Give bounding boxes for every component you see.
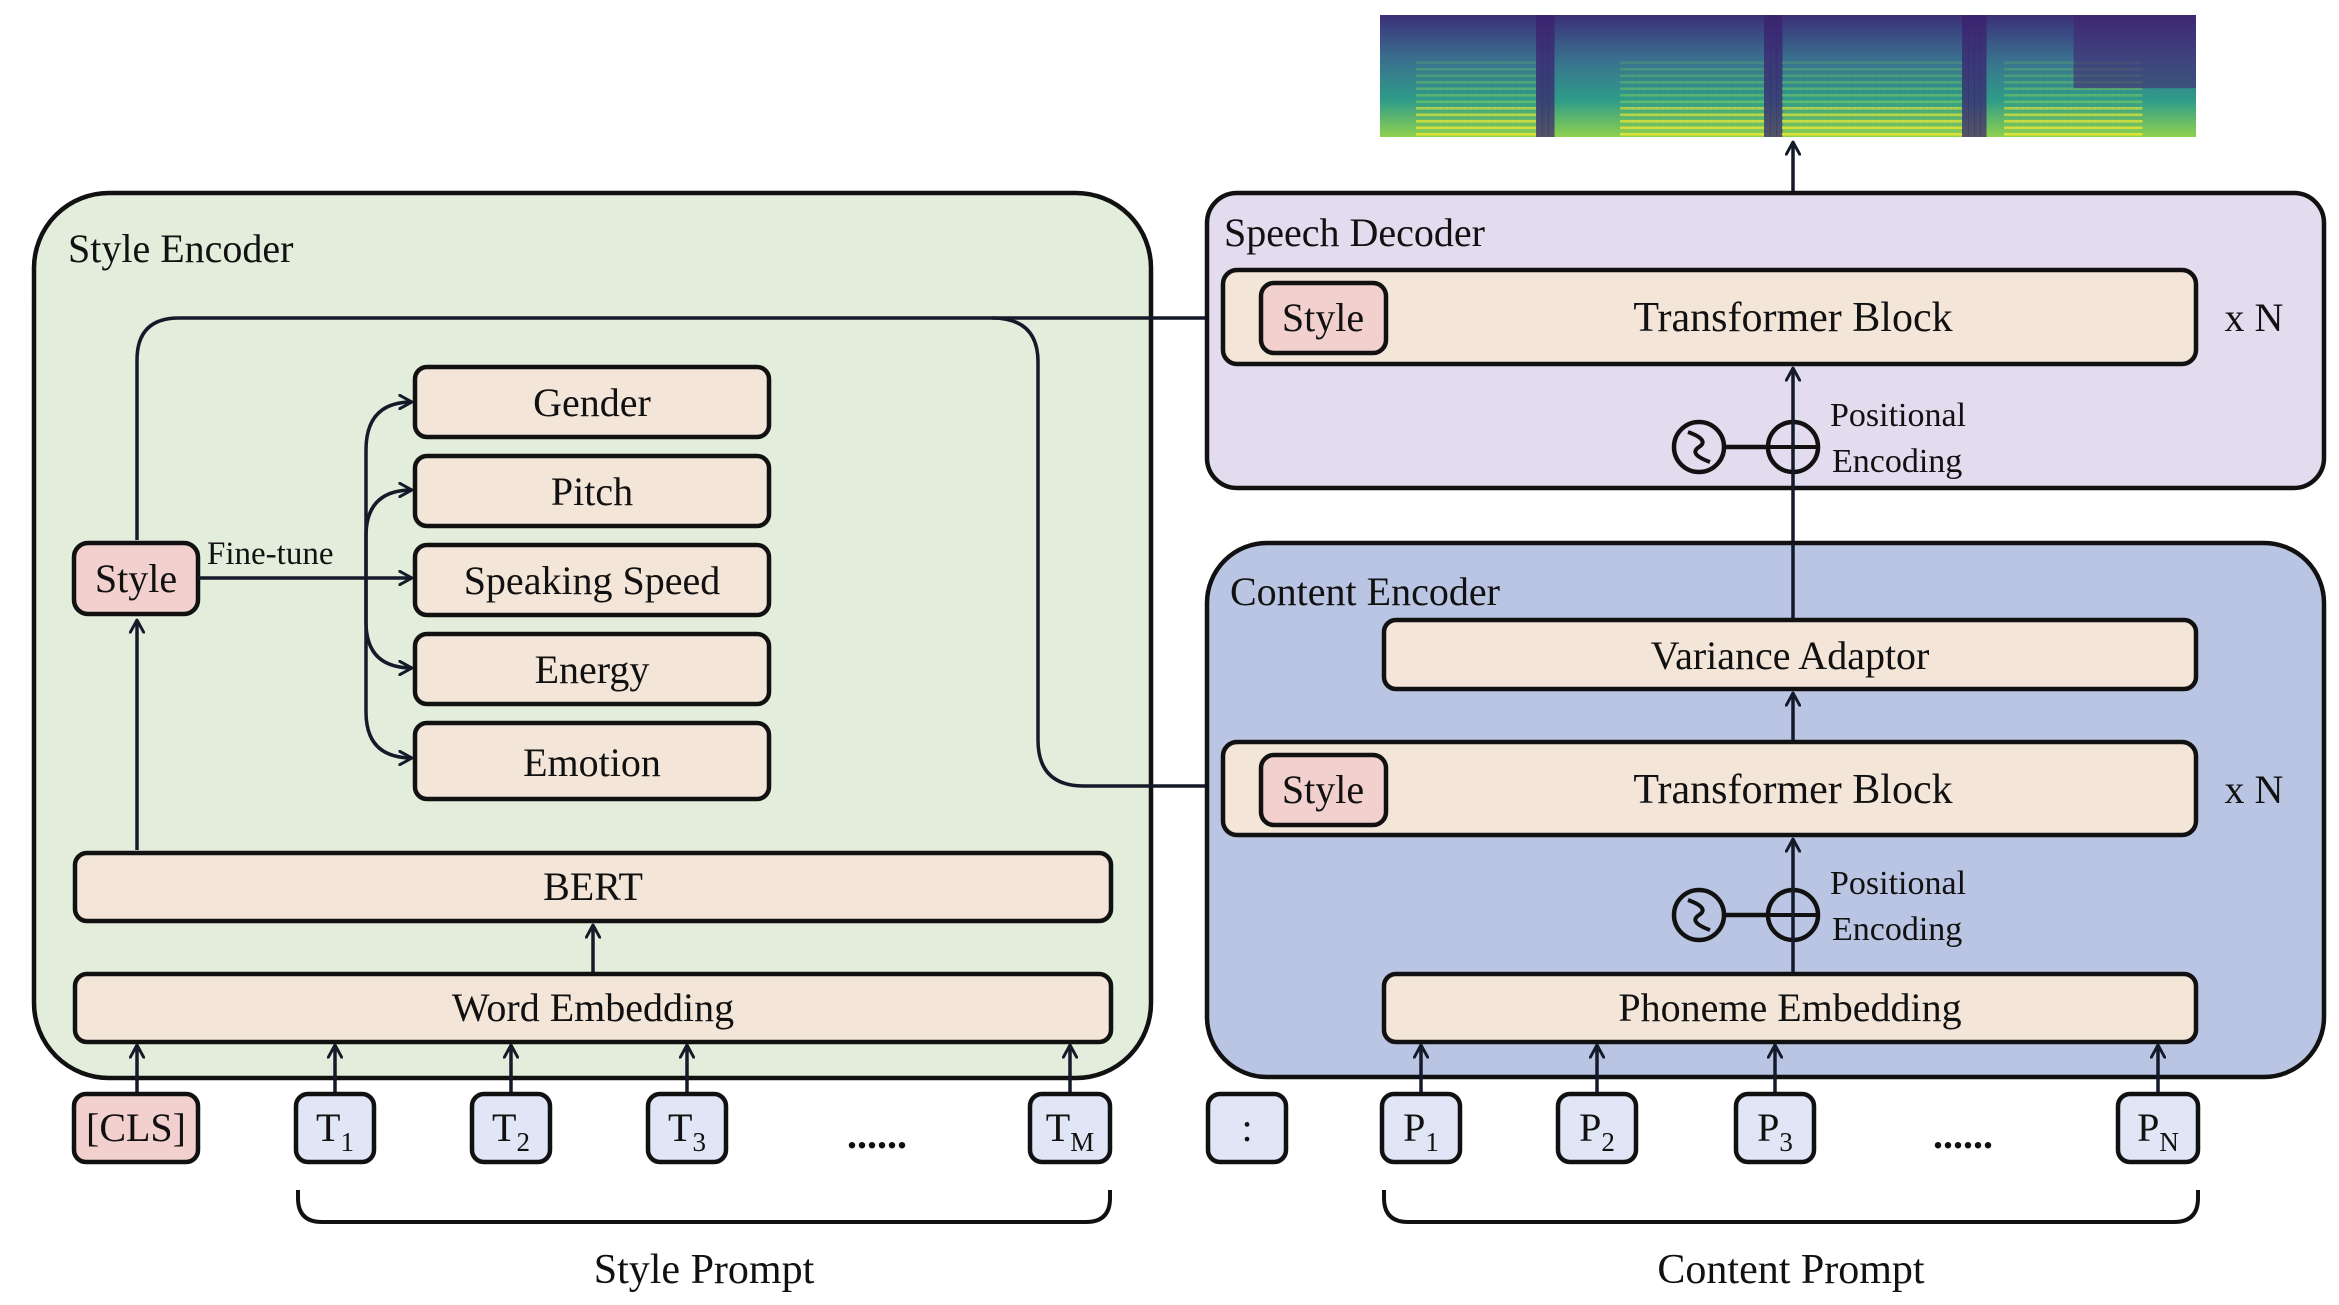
token-label: P2 <box>1579 1105 1615 1157</box>
token-box <box>1379 1091 1463 1165</box>
attribute-box <box>412 364 772 440</box>
bert-label: BERT <box>543 864 643 909</box>
content-token-1: P1 <box>1379 1045 1463 1165</box>
phoneme-embedding-label: Phoneme Embedding <box>1618 985 1961 1030</box>
encoder-positional-encoding: Positional Encoding <box>1671 865 1966 948</box>
token-box <box>469 1091 553 1165</box>
style-token-3: T3 <box>645 1045 729 1165</box>
content-prompt-label: Content Prompt <box>1657 1247 1925 1293</box>
content-prompt-brace <box>1382 1190 2200 1224</box>
decoder-style-label: Style <box>1282 295 1364 340</box>
bert-box <box>72 850 1114 924</box>
content-encoder: Content Encoder Variance Adaptor Style T… <box>1204 540 2327 1080</box>
decoder-transformer-label: Transformer Block <box>1633 295 1952 341</box>
style-encoder: Style Encoder Style Fine-tune Gender Pit… <box>31 190 1260 1081</box>
spectrogram-background <box>1380 15 2196 137</box>
decoder-style-box <box>1258 280 1389 356</box>
encoder-transformer-label: Transformer Block <box>1633 767 1952 813</box>
word-embedding-box <box>72 971 1114 1045</box>
token-box <box>293 1091 377 1165</box>
branch-arrow-gender <box>364 402 412 578</box>
token-label: PN <box>2137 1105 2179 1157</box>
encoder-style-label: Style <box>1282 767 1364 812</box>
style-ellipsis: ...... <box>847 1112 907 1157</box>
encoder-repeat-label: x N <box>2225 767 2284 812</box>
speech-decoder: Speech Decoder Style Transformer Block x… <box>1204 190 2327 617</box>
token-box <box>1733 1091 1817 1165</box>
attribute-label: Speaking Speed <box>464 558 721 603</box>
token-label: T2 <box>492 1105 530 1157</box>
attribute-label: Emotion <box>523 740 661 785</box>
content-token-2: P2 <box>1555 1045 1639 1165</box>
style-embedding-label: Style <box>95 556 177 601</box>
style-prompt-brace <box>296 1190 1112 1224</box>
decoder-positional-encoding: Positional Encoding <box>1671 397 1966 480</box>
attribute-box <box>412 720 772 802</box>
word-embedding-label: Word Embedding <box>452 985 734 1030</box>
attribute-label: Pitch <box>551 469 633 514</box>
token-label: P1 <box>1403 1105 1439 1157</box>
sine-wave-glyph <box>1687 898 1711 932</box>
attribute-energy: Energy <box>412 631 772 707</box>
encoder-pe-label-2: Encoding <box>1832 911 1962 948</box>
token-box <box>1027 1091 1113 1165</box>
token-box <box>1555 1091 1639 1165</box>
attribute-box <box>412 453 772 529</box>
attribute-box <box>412 542 772 618</box>
cls-token-label: [CLS] <box>86 1105 186 1150</box>
token-label: T3 <box>668 1105 706 1157</box>
content-ellipsis: ...... <box>1933 1112 1993 1157</box>
style-encoder-title: Style Encoder <box>68 226 294 271</box>
attribute-box <box>412 631 772 707</box>
decoder-transformer-block <box>1220 267 2199 367</box>
cls-token <box>71 1091 201 1165</box>
style-token-2: T2 <box>469 1045 553 1165</box>
encoder-pe-label-1: Positional <box>1830 865 1966 902</box>
token-label: P3 <box>1757 1105 1793 1157</box>
decoder-pe-label-2: Encoding <box>1832 443 1962 480</box>
branch-arrow-emotion <box>364 578 412 758</box>
attribute-label: Energy <box>535 647 650 692</box>
branch-arrow-pitch <box>364 490 412 578</box>
content-token-n: PN <box>2115 1045 2201 1165</box>
content-prompt-tokens: : P1 P2 P3 ...... PN Content Prompt <box>1205 1045 2201 1293</box>
attribute-pitch: Pitch <box>412 453 772 529</box>
style-to-content-encoder-arrow <box>135 316 1260 786</box>
token-box <box>645 1091 729 1165</box>
variance-adaptor-label: Variance Adaptor <box>1651 633 1930 678</box>
separator-token-label: : <box>1241 1105 1252 1150</box>
content-encoder-title: Content Encoder <box>1230 569 1500 614</box>
content-token-3: P3 <box>1733 1045 1817 1165</box>
decoder-pe-label-1: Positional <box>1830 397 1966 434</box>
encoder-style-box <box>1258 752 1389 828</box>
speech-decoder-title: Speech Decoder <box>1224 210 1485 255</box>
style-token-m: TM <box>1027 1045 1113 1165</box>
attribute-emotion: Emotion <box>412 720 772 802</box>
finetune-label: Fine-tune <box>207 536 333 572</box>
attribute-speaking-speed: Speaking Speed <box>412 542 772 618</box>
sine-wave-glyph <box>1687 430 1711 464</box>
phoneme-embedding-box <box>1381 971 2199 1045</box>
token-label: T1 <box>316 1105 354 1157</box>
encoder-transformer-block <box>1220 739 2199 838</box>
token-box <box>2115 1091 2201 1165</box>
decoder-repeat-label: x N <box>2225 295 2284 340</box>
style-prompt-label: Style Prompt <box>594 1247 815 1293</box>
separator-token <box>1205 1091 1289 1165</box>
attribute-label: Gender <box>533 380 651 425</box>
variance-adaptor-box <box>1381 617 2199 692</box>
style-prompt-tokens: [CLS] T1 T2 T3 ...... TM Style Prompt <box>71 1045 1113 1293</box>
style-token-1: T1 <box>293 1045 377 1165</box>
token-label: TM <box>1046 1105 1094 1157</box>
attribute-gender: Gender <box>412 364 772 440</box>
mel-spectrogram <box>1380 15 2196 137</box>
